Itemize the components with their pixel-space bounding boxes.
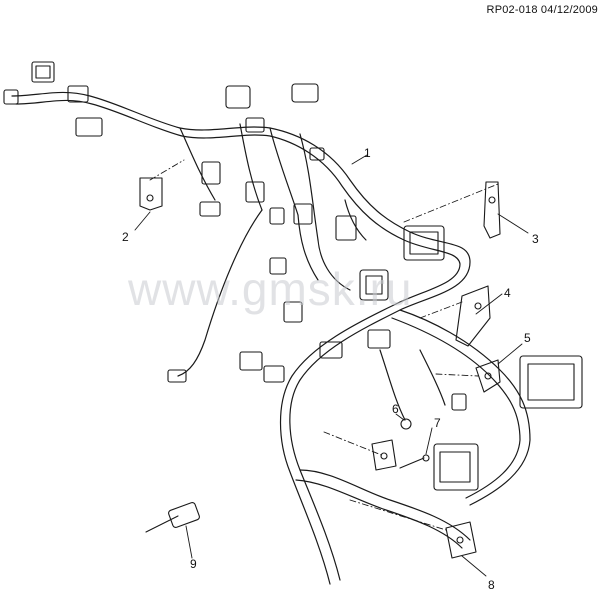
connector-c15 — [403, 225, 445, 261]
callout-1: 1 — [364, 146, 371, 160]
leader-lines — [134, 154, 529, 577]
connector-c16-inner — [365, 275, 383, 295]
connector-c24-inner — [527, 363, 575, 401]
ring-terminal — [400, 418, 412, 430]
fasteners — [399, 418, 430, 469]
alignment-lines — [149, 159, 499, 531]
connector-c20 — [367, 329, 391, 349]
callout-2: 2 — [122, 230, 129, 244]
connector-c7 — [245, 117, 265, 133]
connectors — [3, 61, 583, 491]
callout-7: 7 — [434, 416, 441, 430]
connector-c3 — [75, 117, 103, 137]
connector-c23 — [167, 369, 187, 383]
connector-c5 — [225, 85, 251, 109]
connector-c18 — [283, 301, 303, 323]
sensor-9 — [145, 502, 200, 533]
connector-c1-inner — [35, 65, 51, 79]
connector-c16 — [359, 269, 389, 301]
connector-c10 — [199, 201, 221, 217]
connector-c22 — [263, 365, 285, 383]
bracket-6 — [371, 439, 397, 471]
brackets — [139, 177, 501, 559]
callout-4: 4 — [504, 286, 511, 300]
drawing-reference: RP02-018 04/12/2009 — [486, 4, 598, 16]
connector-c12 — [269, 207, 285, 225]
connector-c17 — [269, 257, 287, 275]
connector-c21 — [239, 351, 263, 371]
bracket-2 — [139, 177, 163, 211]
connector-c14 — [309, 147, 325, 161]
callout-6: 6 — [392, 402, 399, 416]
connector-c25-inner — [439, 451, 471, 483]
bolt-7 — [399, 457, 425, 469]
connector-c1 — [31, 61, 55, 83]
connector-c25 — [433, 443, 479, 491]
connector-c15-inner — [409, 231, 439, 255]
bracket-3 — [483, 181, 501, 239]
bracket-8 — [445, 521, 477, 559]
callout-5: 5 — [524, 331, 531, 345]
bracket-5 — [475, 359, 501, 393]
callout-9: 9 — [190, 557, 197, 571]
connector-c26 — [451, 393, 467, 411]
connector-c8 — [201, 161, 221, 185]
connector-c2 — [3, 89, 19, 105]
callout-3: 3 — [532, 232, 539, 246]
main-harness — [11, 91, 531, 585]
connector-c4 — [67, 85, 89, 103]
connector-c13 — [335, 215, 357, 241]
connector-c11 — [293, 203, 313, 225]
connector-c24 — [519, 355, 583, 409]
watermark: www.gmsk.ru — [128, 263, 413, 315]
callout-8: 8 — [488, 578, 495, 592]
connector-c9 — [245, 181, 265, 203]
connector-c6 — [291, 83, 319, 103]
connector-c19 — [319, 341, 343, 359]
bracket-4 — [455, 285, 491, 347]
